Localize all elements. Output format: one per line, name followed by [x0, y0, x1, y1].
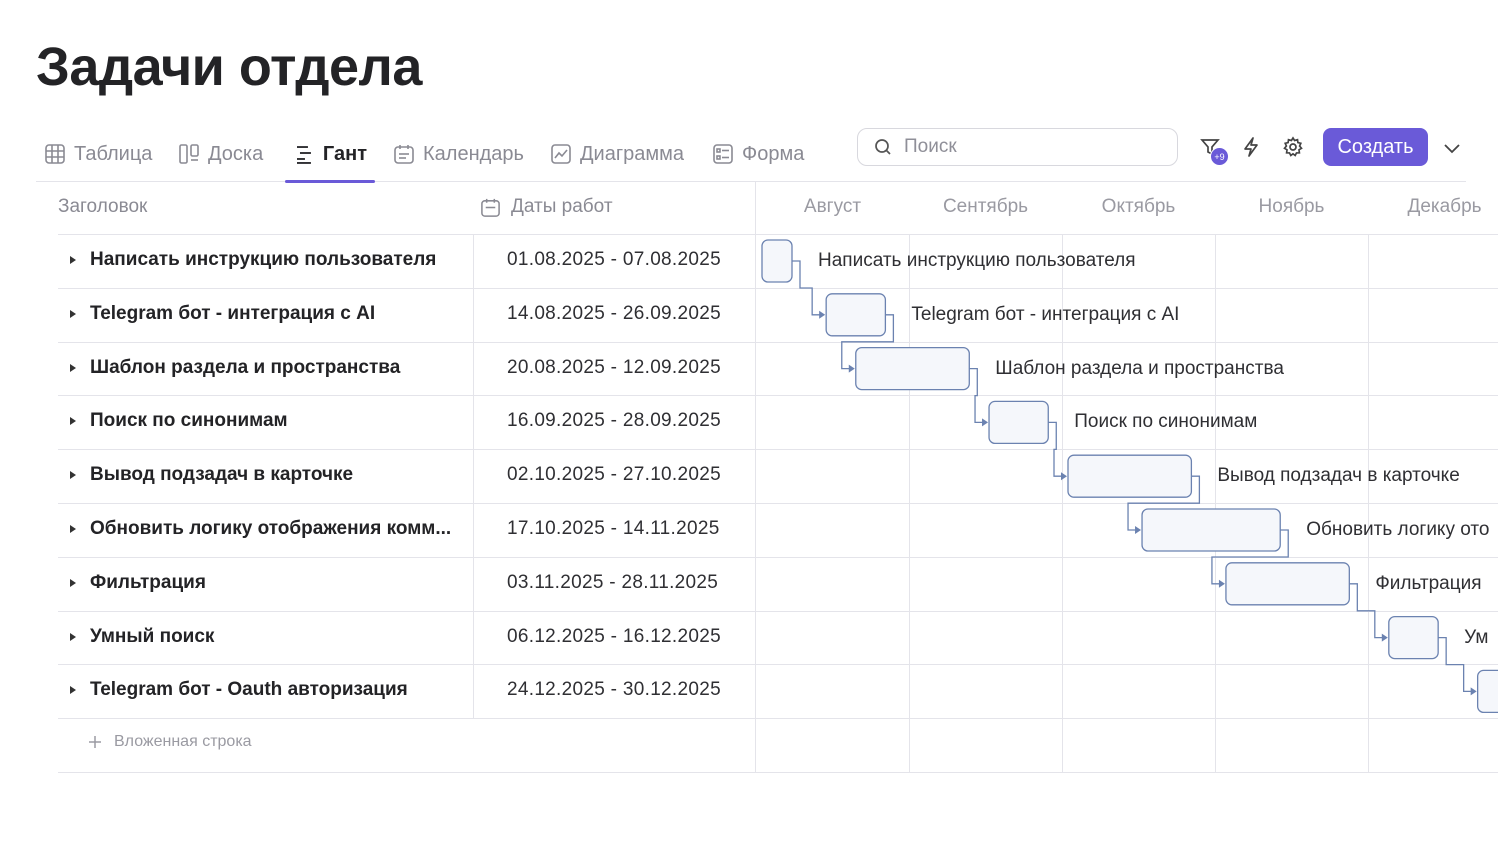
search-input[interactable]	[904, 136, 1154, 158]
calendar-icon	[393, 143, 415, 165]
tab-board[interactable]: Доска	[170, 126, 271, 182]
expand-caret-icon[interactable]	[68, 363, 78, 373]
expand-caret-icon[interactable]	[68, 309, 78, 319]
expand-caret-icon[interactable]	[68, 578, 78, 588]
gantt-bar[interactable]	[1478, 670, 1498, 712]
automation-button[interactable]	[1235, 131, 1267, 163]
task-title[interactable]: Telegram бот - интеграция с AI	[90, 303, 375, 325]
tab-label: Форма	[742, 143, 804, 166]
tab-calendar[interactable]: Календарь	[385, 126, 532, 182]
plus-icon	[88, 735, 102, 749]
gantt-bar[interactable]	[826, 294, 885, 336]
gantt-bar-label: Обновить логику ото	[1306, 519, 1489, 541]
dependency-arrow	[849, 365, 855, 373]
gantt-bar[interactable]	[1389, 617, 1438, 659]
task-title[interactable]: Вывод подзадач в карточке	[90, 464, 353, 486]
tab-label: Доска	[208, 143, 263, 166]
dependency-arrow	[1061, 472, 1067, 480]
search-box[interactable]	[857, 128, 1178, 166]
tab-form[interactable]: Форма	[704, 126, 812, 182]
dependency-arrow	[982, 418, 988, 426]
gantt-bar[interactable]	[1068, 455, 1191, 497]
task-dates[interactable]: 17.10.2025 - 14.11.2025	[507, 518, 720, 540]
lightning-icon	[1240, 136, 1262, 158]
tab-label: Таблица	[74, 143, 152, 166]
chevron-down-icon[interactable]	[1440, 136, 1464, 160]
add-subrow-button[interactable]: Вложенная строка	[88, 733, 252, 751]
gantt-bar[interactable]	[762, 240, 792, 282]
dependency-arrow	[1382, 634, 1388, 642]
gantt-bar-label: Написать инструкцию пользователя	[818, 250, 1136, 272]
dependency-arrow	[1471, 687, 1477, 695]
dependency-arrow	[1219, 580, 1225, 588]
task-title[interactable]: Обновить логику отображения комм...	[90, 518, 451, 540]
tab-label: Гант	[323, 143, 367, 166]
gantt-bar-label: Поиск по синонимам	[1074, 411, 1257, 433]
dependency-arrow	[1135, 526, 1141, 534]
task-title[interactable]: Telegram бот - Oauth авторизация	[90, 679, 408, 701]
gantt-bar[interactable]	[1226, 563, 1349, 605]
expand-caret-icon[interactable]	[68, 416, 78, 426]
task-dates[interactable]: 24.12.2025 - 30.12.2025	[507, 679, 721, 701]
task-dates[interactable]: 20.08.2025 - 12.09.2025	[507, 357, 721, 379]
tab-gantt[interactable]: Гант	[285, 126, 375, 182]
gear-icon	[1282, 136, 1304, 158]
gantt-bar[interactable]	[1142, 509, 1280, 551]
expand-caret-icon[interactable]	[68, 632, 78, 642]
board-icon	[178, 143, 200, 165]
gantt-bar[interactable]	[989, 401, 1048, 443]
create-button[interactable]: Создать	[1323, 128, 1428, 166]
search-icon	[874, 138, 892, 156]
gantt-chart: Написать инструкцию пользователяTelegram…	[756, 182, 1498, 782]
filter-count-badge: +9	[1210, 147, 1229, 166]
expand-caret-icon[interactable]	[68, 685, 78, 695]
expand-caret-icon[interactable]	[68, 255, 78, 265]
task-dates[interactable]: 16.09.2025 - 28.09.2025	[507, 410, 721, 432]
task-title[interactable]: Шаблон раздела и пространства	[90, 357, 400, 379]
gantt-bar-label: Telegram бот - интеграция с AI	[911, 304, 1179, 326]
gantt-icon	[293, 143, 315, 165]
dependency-line	[969, 369, 986, 423]
column-header-title[interactable]: Заголовок	[58, 196, 147, 218]
task-dates[interactable]: 03.11.2025 - 28.11.2025	[507, 572, 718, 594]
expand-caret-icon[interactable]	[68, 470, 78, 480]
task-dates[interactable]: 06.12.2025 - 16.12.2025	[507, 626, 721, 648]
task-dates[interactable]: 14.08.2025 - 26.09.2025	[507, 303, 721, 325]
task-dates[interactable]: 02.10.2025 - 27.10.2025	[507, 464, 721, 486]
active-tab-indicator	[285, 180, 375, 183]
gantt-bar-label: Шаблон раздела и пространства	[995, 358, 1284, 380]
tab-table[interactable]: Таблица	[36, 126, 160, 182]
calendar-icon	[480, 197, 501, 218]
page-title: Задачи отдела	[36, 36, 422, 98]
tab-chart[interactable]: Диаграмма	[542, 126, 692, 182]
task-dates[interactable]: 01.08.2025 - 07.08.2025	[507, 249, 721, 271]
divider	[473, 234, 474, 718]
dependency-arrow	[819, 311, 825, 319]
task-title[interactable]: Написать инструкцию пользователя	[90, 249, 436, 271]
gantt-bar-label: Фильтрация	[1375, 573, 1481, 595]
expand-caret-icon[interactable]	[68, 524, 78, 534]
table-icon	[44, 143, 66, 165]
form-icon	[712, 143, 734, 165]
tab-label: Календарь	[423, 143, 524, 166]
task-title[interactable]: Поиск по синонимам	[90, 410, 288, 432]
settings-button[interactable]	[1277, 131, 1309, 163]
dependency-line	[1048, 422, 1065, 476]
gantt-bar-label: Ум	[1464, 627, 1488, 649]
tab-label: Диаграмма	[580, 143, 684, 166]
task-title[interactable]: Умный поиск	[90, 626, 214, 648]
chart-icon	[550, 143, 572, 165]
gantt-bar-label: Вывод подзадач в карточке	[1217, 465, 1459, 487]
gantt-bar[interactable]	[856, 348, 970, 390]
filter-button[interactable]: +9	[1194, 131, 1226, 163]
task-title[interactable]: Фильтрация	[90, 572, 206, 594]
column-header-dates[interactable]: Даты работ	[480, 196, 613, 218]
